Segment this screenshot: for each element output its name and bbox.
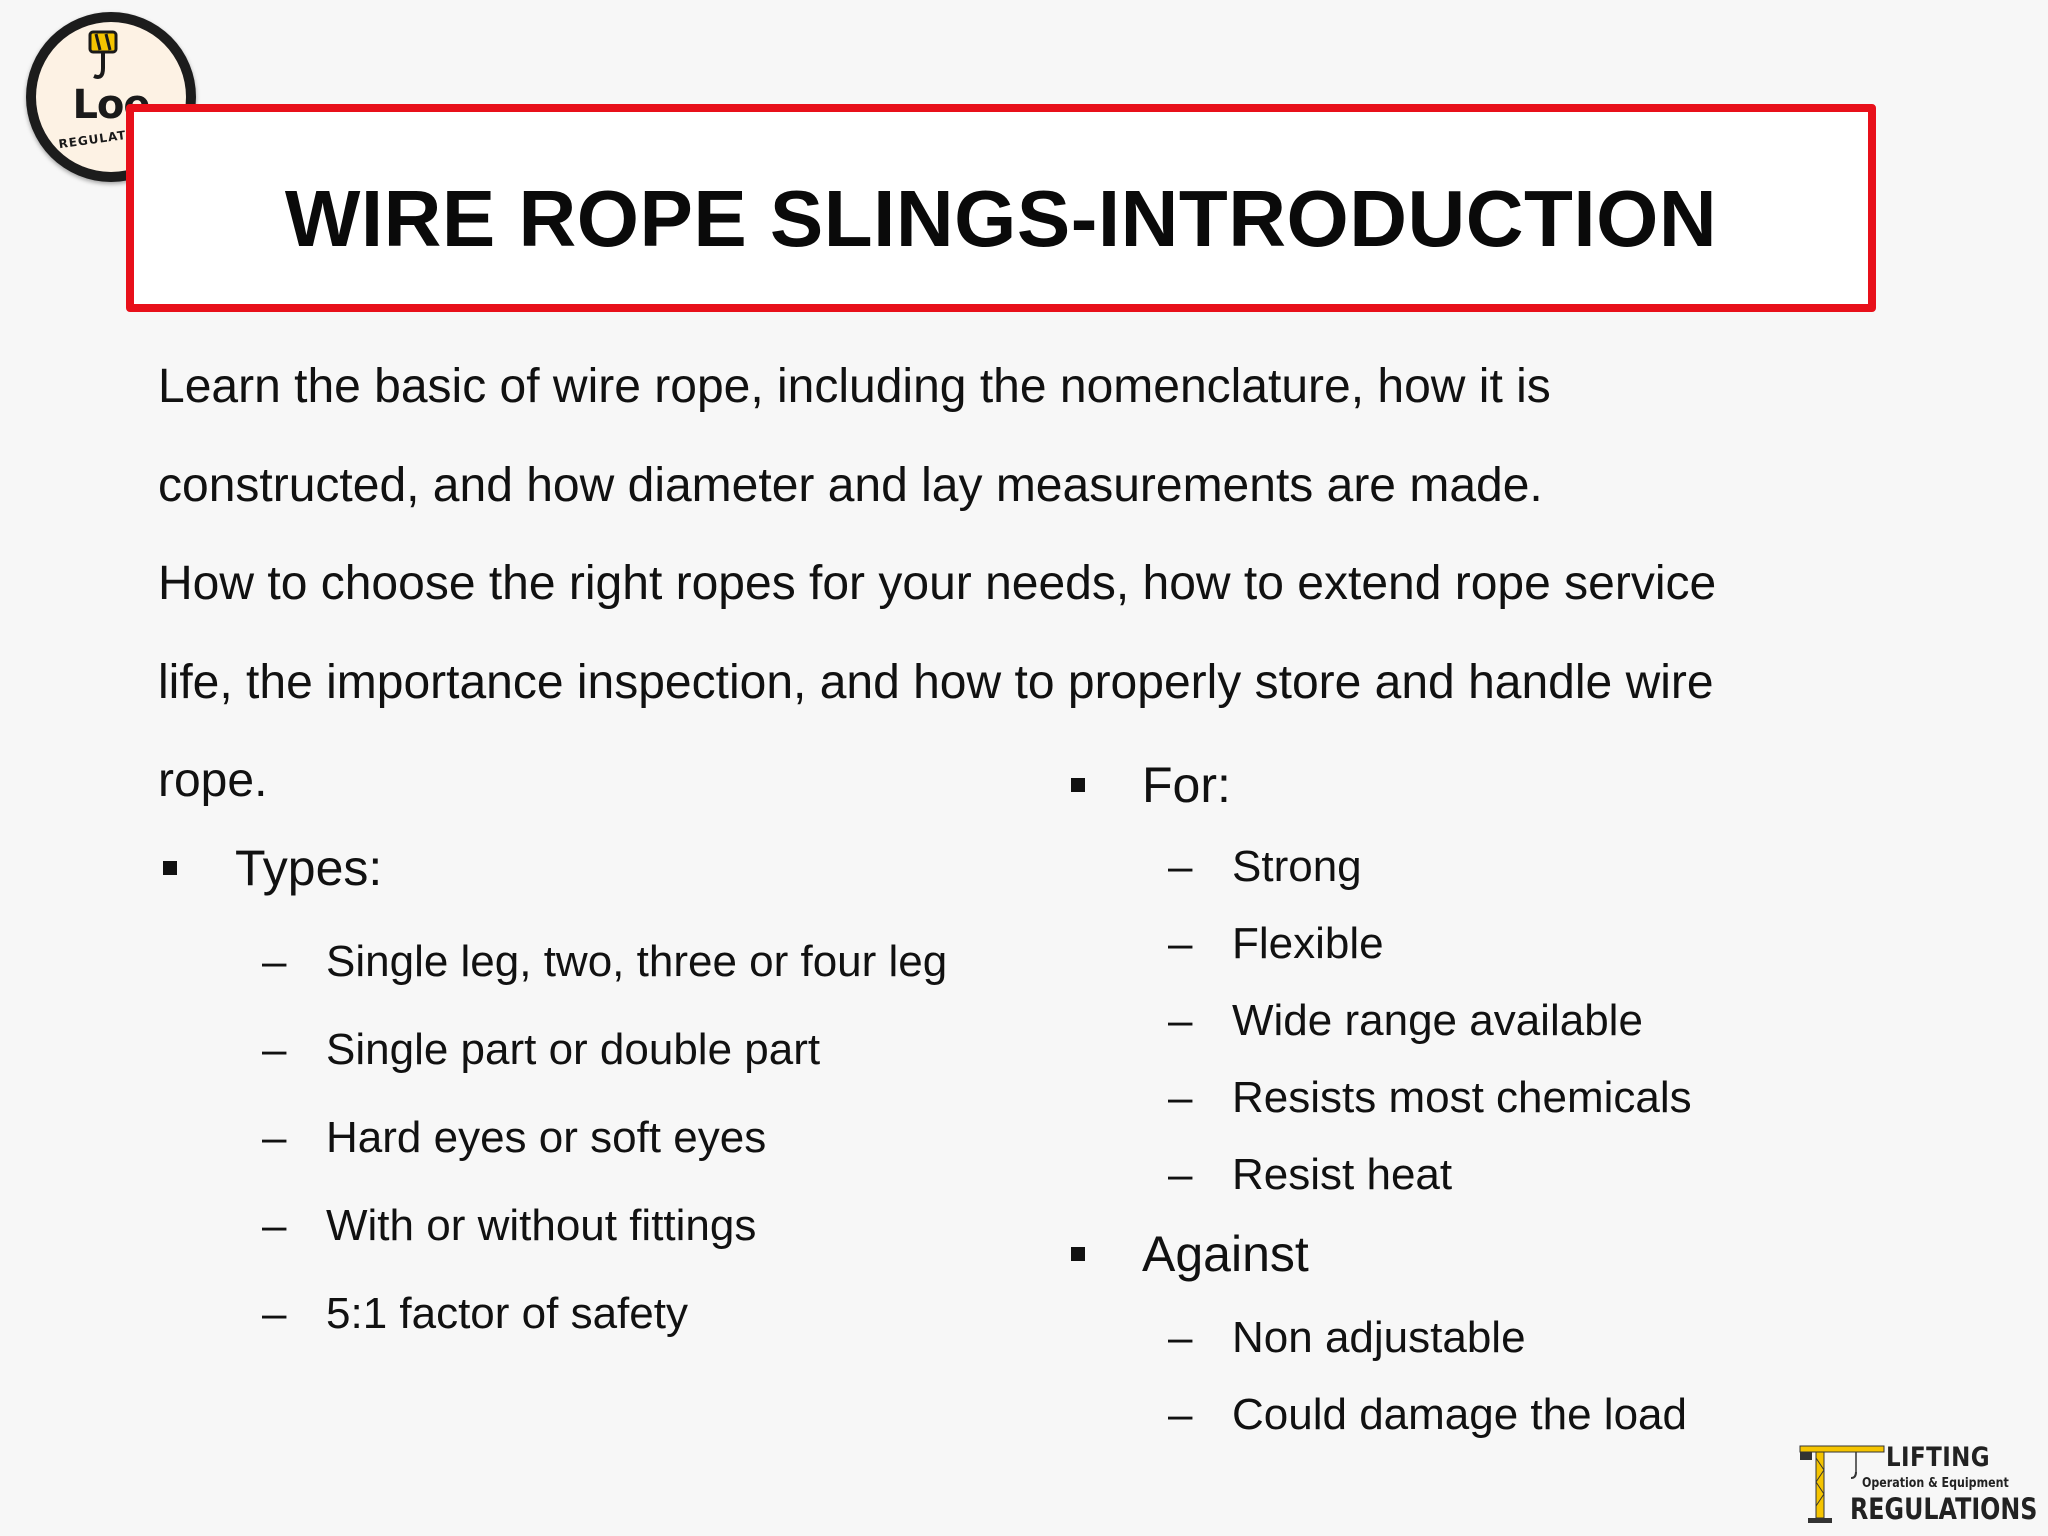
dash-marker: –: [1168, 1150, 1193, 1199]
types-item: With or without fittings: [326, 1201, 757, 1250]
types-item: Single leg, two, three or four leg: [326, 937, 948, 986]
against-item: Could damage the load: [1232, 1390, 1687, 1439]
intro-line: rope.: [158, 754, 268, 807]
dash-marker: –: [1168, 1313, 1193, 1362]
for-item: Wide range available: [1232, 996, 1643, 1045]
dash-marker: –: [1168, 842, 1193, 891]
for-item: Flexible: [1232, 919, 1384, 968]
lifting-regulations-logo: LIFTING Operation & Equipment REGULATION…: [1796, 1428, 2038, 1528]
types-item: Single part or double part: [326, 1025, 821, 1074]
dash-marker: –: [262, 1113, 287, 1162]
slide-title: WIRE ROPE SLINGS-INTRODUCTION: [284, 174, 1718, 263]
intro-line: constructed, and how diameter and lay me…: [158, 458, 1543, 512]
types-heading: Types:: [235, 840, 383, 896]
loe-regulations-logo: Loe REGULATIONS: [26, 12, 196, 182]
title-box: WIRE ROPE SLINGS-INTRODUCTION: [126, 104, 1876, 312]
for-item: Resists most chemicals: [1232, 1073, 1692, 1122]
dash-marker: –: [262, 1025, 287, 1074]
types-item: Hard eyes or soft eyes: [326, 1113, 767, 1162]
bullet-square-icon: [1071, 778, 1085, 792]
dash-marker: –: [1168, 1073, 1193, 1122]
bullet-square-icon: [1071, 1247, 1085, 1261]
crane-hook-icon: [88, 30, 118, 79]
footer-logo-line1: LIFTING: [1886, 1442, 1991, 1473]
intro-line: life, the importance inspection, and how…: [158, 655, 1714, 709]
against-item: Non adjustable: [1232, 1313, 1526, 1362]
footer-logo-line3: REGULATIONS: [1850, 1492, 2038, 1526]
intro-line: How to choose the right ropes for your n…: [158, 557, 1717, 610]
logo-inner: Loe REGULATIONS: [36, 22, 186, 172]
for-heading: For:: [1142, 757, 1231, 813]
dash-marker: –: [262, 1201, 287, 1250]
dash-marker: –: [262, 1289, 287, 1338]
bullet-square-icon: [163, 861, 177, 875]
types-item: 5:1 factor of safety: [326, 1289, 688, 1338]
footer-logo-line2: Operation & Equipment: [1862, 1476, 2009, 1491]
crane-icon: [1799, 1445, 1885, 1523]
for-item: Strong: [1232, 842, 1362, 891]
dash-marker: –: [1168, 996, 1193, 1045]
intro-line: Learn the basic of wire rope, including …: [158, 360, 1551, 413]
dash-marker: –: [1168, 1390, 1193, 1439]
intro-paragraph: Learn the basic of wire rope, including …: [158, 338, 1898, 831]
against-heading: Against: [1142, 1226, 1309, 1282]
dash-marker: –: [1168, 919, 1193, 968]
dash-marker: –: [262, 937, 287, 986]
for-item: Resist heat: [1232, 1150, 1453, 1199]
